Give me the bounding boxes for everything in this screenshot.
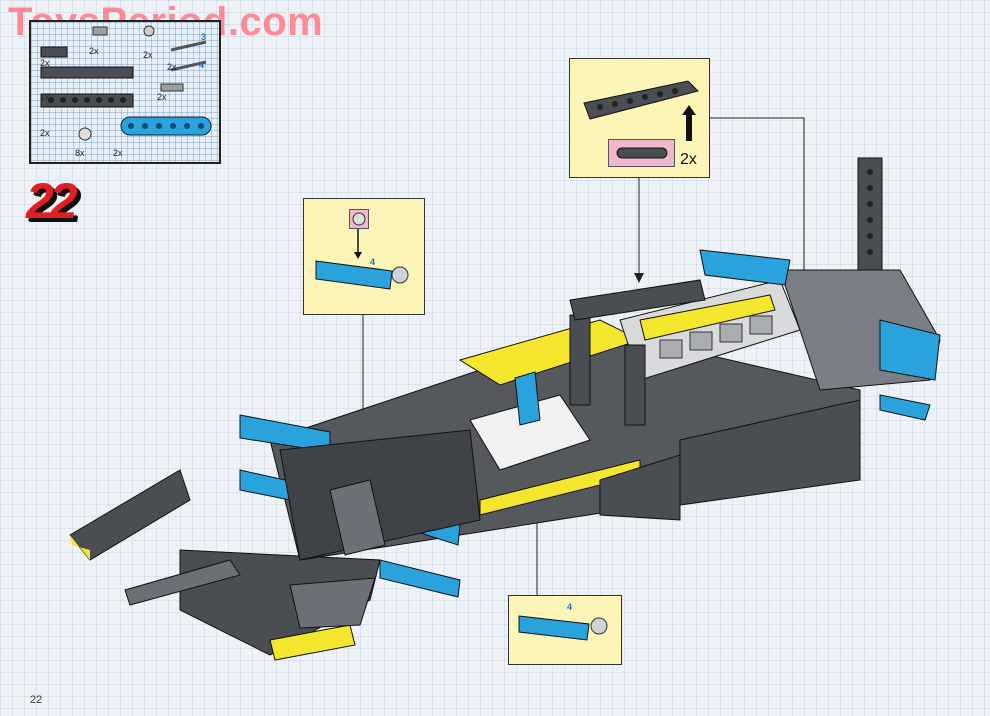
parts-list-illustration <box>40 25 212 141</box>
callout-left-axle: 4 <box>370 257 376 267</box>
callout-left-part <box>349 209 369 229</box>
part-qty: 2x <box>143 50 153 60</box>
callout-bottom-illustration <box>518 615 608 641</box>
part-qty: 2x <box>40 58 50 68</box>
callout-top-illustration <box>583 80 699 141</box>
part-qty: 2x <box>40 128 50 138</box>
page-number: 22 <box>30 694 43 706</box>
part-qty: 2x <box>157 92 167 102</box>
part-qty: 2x <box>89 46 99 56</box>
callout-top: 2x <box>569 58 710 178</box>
part-qty: 2x <box>167 62 177 72</box>
callout-left: 4 <box>303 198 425 315</box>
part-qty: 2x <box>113 148 123 158</box>
callout-left-illustration <box>315 229 409 290</box>
callout-top-part <box>608 139 675 167</box>
part-qty: 8x <box>75 148 85 158</box>
axle-length: 3 <box>201 32 207 42</box>
parts-list: 2x 2x 2x 2x 1x 2x 2x 8x 2x 3 4 <box>29 20 221 164</box>
callout-top-qty: 2x <box>680 151 697 168</box>
axle-length: 4 <box>199 60 205 70</box>
step-number: 22 <box>26 173 78 229</box>
callout-bottom: 4 <box>508 595 622 665</box>
part-qty: 1x <box>40 92 50 102</box>
callout-bottom-axle: 4 <box>567 602 573 612</box>
